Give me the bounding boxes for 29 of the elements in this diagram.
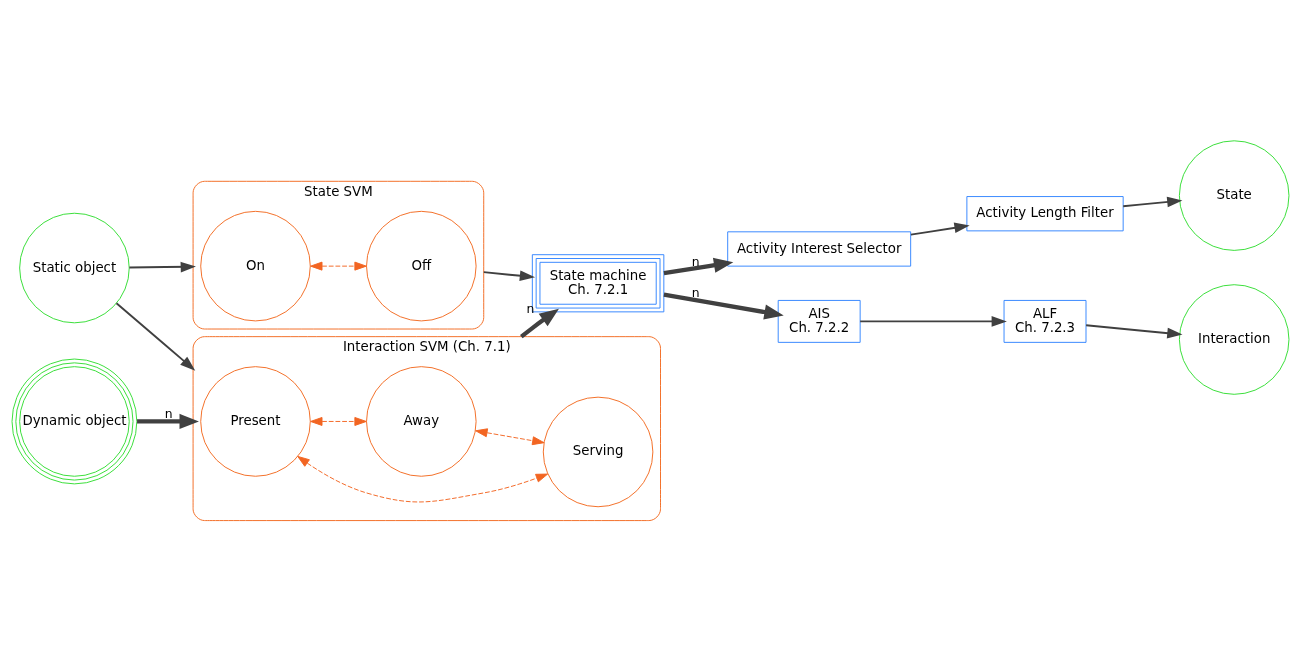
- arrow: [475, 427, 545, 445]
- arrow: [520, 308, 559, 338]
- node-box: Activity Interest Selector: [727, 230, 912, 267]
- node-circle: Off: [366, 210, 477, 321]
- arrow: [482, 269, 536, 281]
- arrow: [310, 416, 367, 426]
- arrow: [310, 261, 367, 271]
- arrow: [1085, 323, 1183, 338]
- node-circle: Serving: [542, 396, 654, 507]
- arrow: [663, 257, 734, 275]
- arrow: [1122, 196, 1183, 207]
- arrow: [859, 315, 1007, 327]
- arrow: [137, 413, 199, 429]
- edge-label: n: [691, 285, 700, 300]
- node-circle: Away: [366, 365, 477, 477]
- arrow: [115, 301, 196, 371]
- node-circle: Interaction: [1178, 283, 1290, 395]
- node-circle: Static object: [19, 212, 130, 323]
- arrow: [909, 222, 970, 236]
- arrow: [128, 261, 196, 272]
- arrow: [297, 455, 549, 502]
- node-box: AIS Ch. 7.2.2: [777, 299, 861, 343]
- node-circle: On: [200, 210, 311, 321]
- edge-label: n: [164, 406, 173, 421]
- node-circle: State: [1178, 139, 1290, 251]
- arrow: [663, 291, 784, 320]
- node-box: ALF Ch. 7.2.3: [1003, 299, 1087, 343]
- edge-label: n: [691, 254, 700, 269]
- node-box: Activity Length Filter: [966, 195, 1124, 231]
